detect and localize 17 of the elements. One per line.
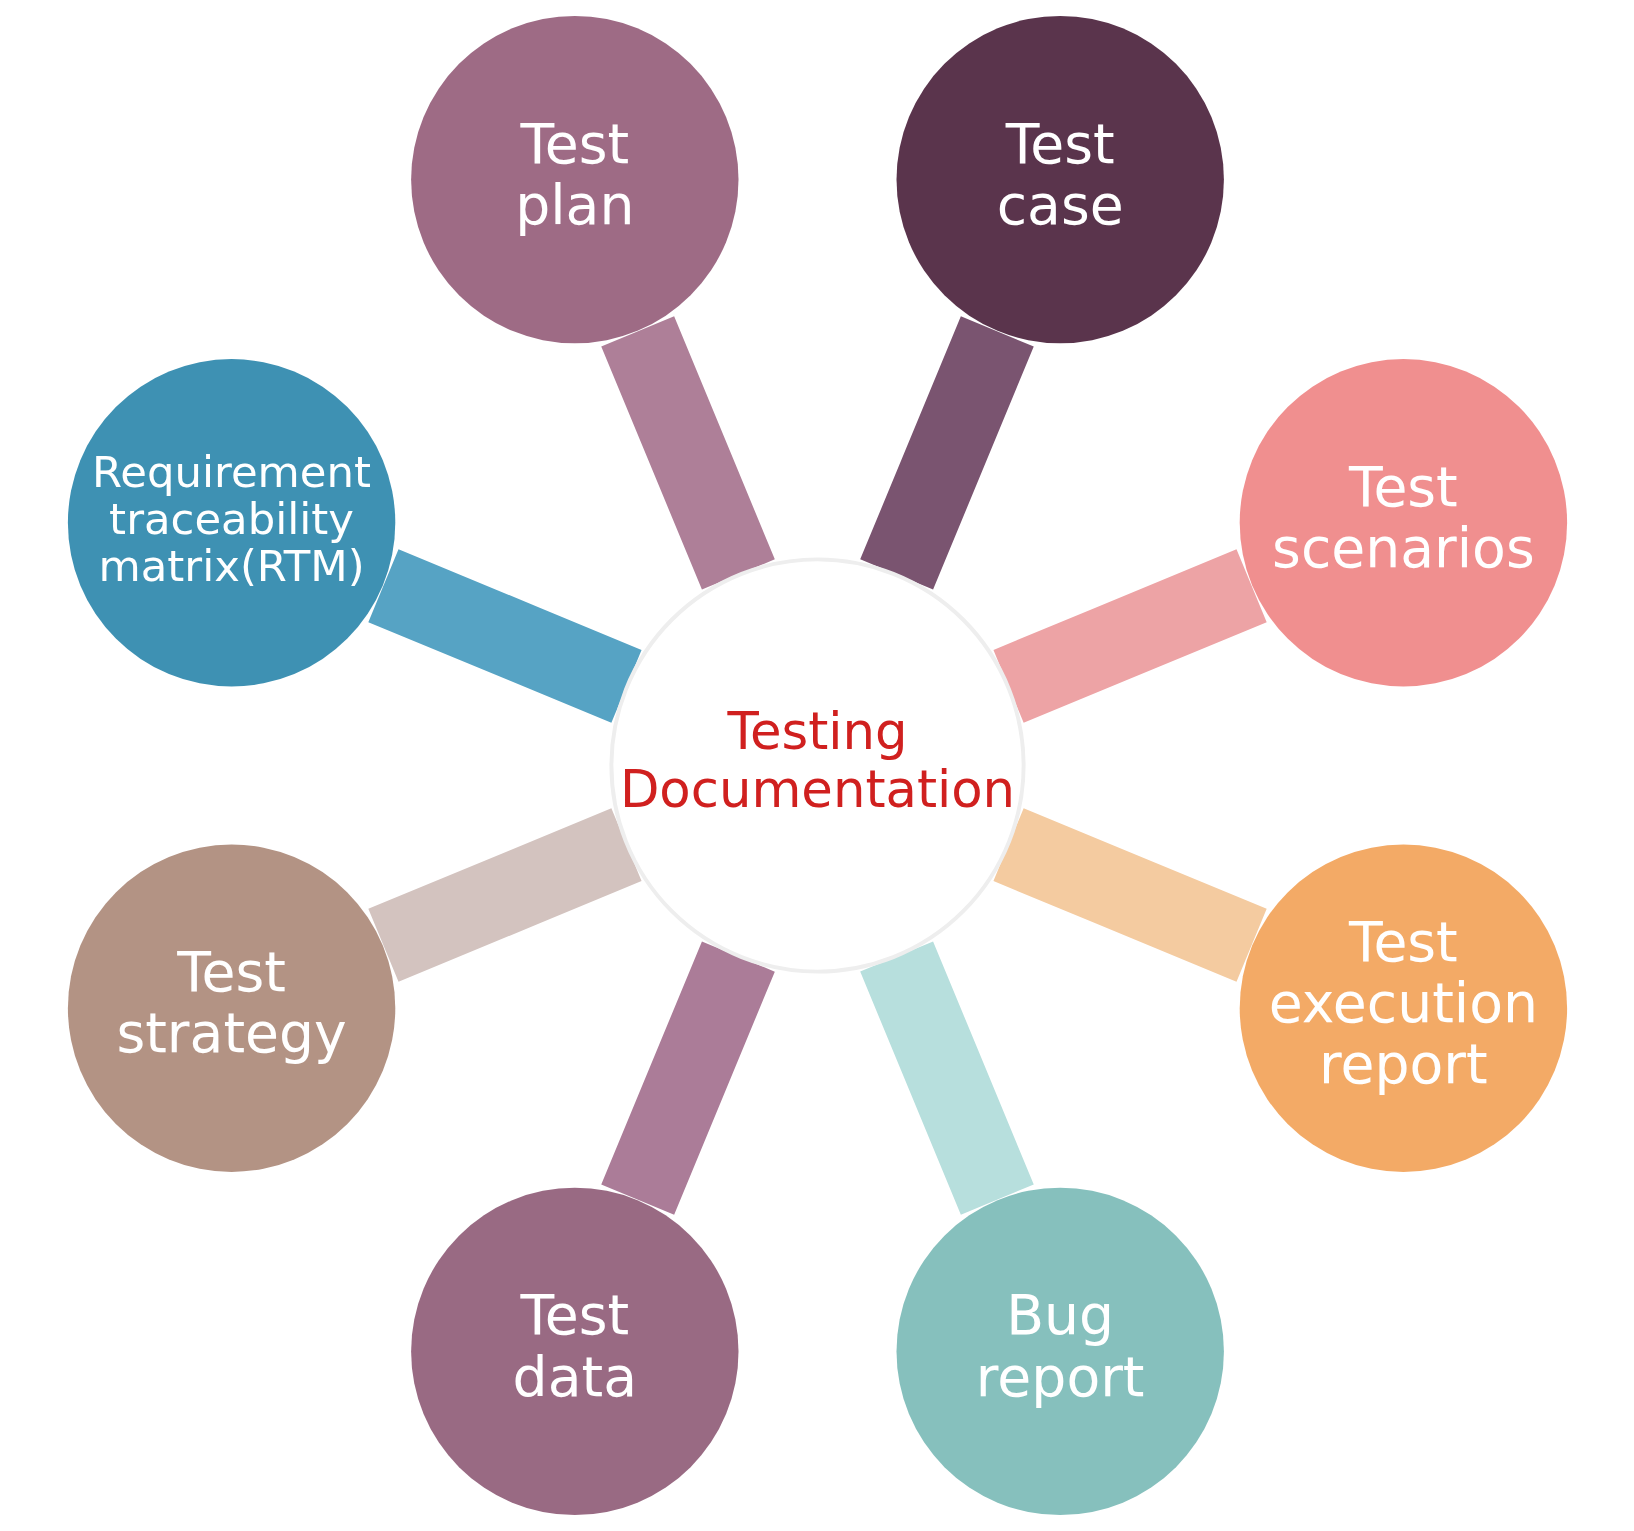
connector	[859, 316, 1034, 590]
connector	[367, 808, 642, 982]
node-circle: Test execution report	[1239, 844, 1567, 1172]
connector	[993, 808, 1267, 982]
node-circle: Testing Documentation	[608, 557, 1026, 974]
node-circle: Bug report	[896, 1187, 1224, 1516]
connector	[859, 941, 1034, 1215]
connector	[993, 549, 1267, 723]
connector	[600, 316, 775, 590]
connector	[600, 941, 775, 1215]
node-circle: Requirement traceability matrix(RTM)	[67, 359, 395, 687]
connector	[367, 549, 642, 723]
node-circle: Test strategy	[67, 844, 395, 1172]
node-circle: Test case	[896, 15, 1224, 344]
node-circle: Test data	[410, 1187, 738, 1516]
node-circle: Test scenarios	[1239, 359, 1567, 687]
node-circle: Test plan	[410, 15, 738, 344]
